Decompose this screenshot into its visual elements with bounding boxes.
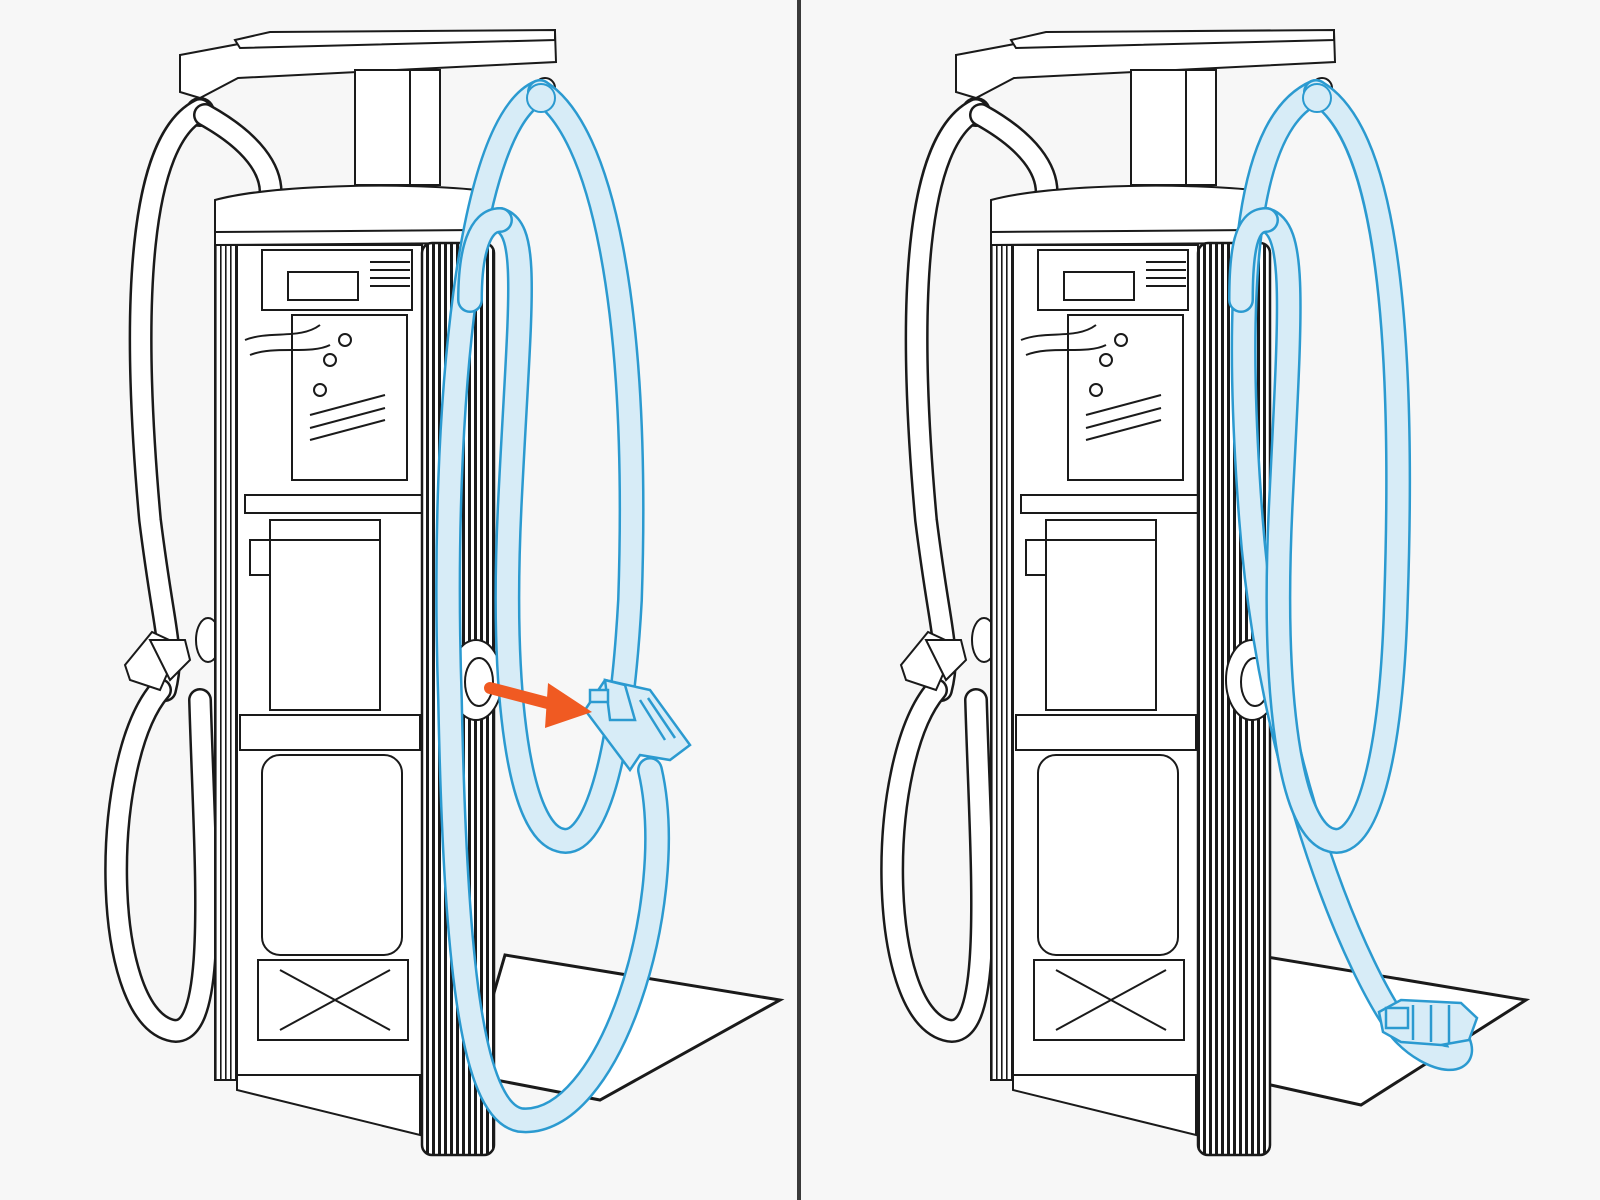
charger-cabinet	[214, 184, 503, 1157]
panel-divider	[797, 0, 801, 1200]
ev-charging-connector-icon	[583, 678, 692, 773]
highlighted-cable	[435, 79, 670, 1134]
ev-charging-connector-icon	[1377, 998, 1479, 1047]
arrow-right-icon	[484, 682, 592, 728]
panel-before	[0, 0, 797, 1200]
panel-after	[801, 0, 1598, 1200]
highlighted-cable	[1228, 79, 1474, 1072]
charger-cabinet	[990, 184, 1279, 1157]
charger-illustration-before	[104, 28, 785, 1157]
charger-illustration-after	[880, 28, 1531, 1157]
